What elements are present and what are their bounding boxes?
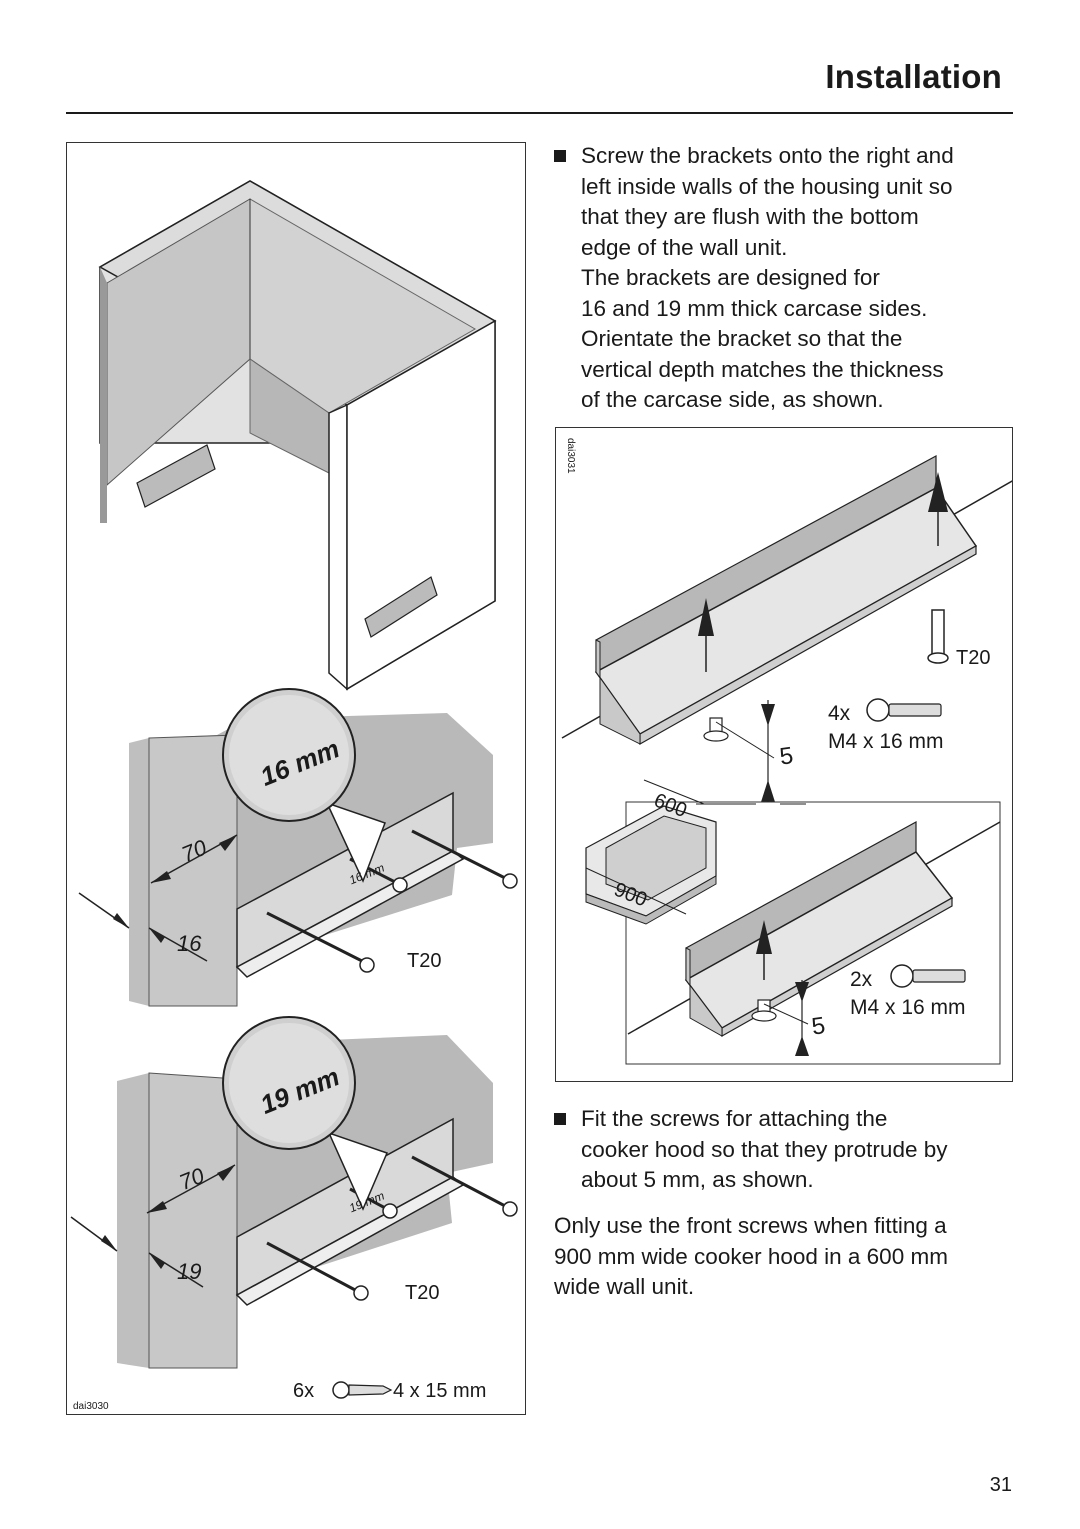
step1-line: 16 and 19 mm thick carcase sides. xyxy=(581,295,928,321)
screw-protrusion-illustration: dai3031 T20 5 4x M4 x 16 mm xyxy=(561,438,1012,1065)
header-rule xyxy=(66,112,1013,114)
tool-t20-lower: T20 xyxy=(405,1282,439,1304)
screw-size-top: M4 x 16 mm xyxy=(828,730,944,753)
step1-line: edge of the wall unit. xyxy=(581,234,788,260)
protrusion-5-bottom: 5 xyxy=(810,1012,827,1041)
step2-line: about 5 mm, as shown. xyxy=(581,1167,814,1192)
step1-line: Orientate the bracket so that the xyxy=(581,326,903,351)
machine-screw-icon xyxy=(890,964,966,988)
step1-line: Screw the brackets onto the right and xyxy=(581,143,954,168)
step1-line: of the carcase side, as shown. xyxy=(581,387,884,412)
tool-t20-upper: T20 xyxy=(407,950,441,972)
page-number: 31 xyxy=(989,1474,1012,1496)
screw-quantity: 6x xyxy=(293,1380,314,1402)
step1-line: vertical depth matches the thickness xyxy=(581,356,944,382)
page-title: Installation xyxy=(825,58,1002,95)
tool-t20-right: T20 xyxy=(956,647,990,669)
screw-size: 4 x 15 mm xyxy=(393,1380,486,1402)
dim-16: 16 xyxy=(177,931,202,956)
note-line: Only use the front screws when fitting a xyxy=(554,1213,947,1238)
bullet-square-icon xyxy=(554,150,566,162)
step2-line: Fit the screws for attaching the xyxy=(581,1106,888,1131)
figure-code-left: dai3030 xyxy=(73,1401,109,1412)
dim-19: 19 xyxy=(177,1259,201,1284)
step2-line: cooker hood so that they protrude by xyxy=(581,1136,948,1162)
wood-screw-icon xyxy=(332,1381,393,1399)
step1-line: that they are flush with the bottom xyxy=(581,204,919,229)
bullet-square-icon xyxy=(554,1113,566,1125)
step1-line: left inside walls of the housing unit so xyxy=(581,173,953,199)
bracket-mounting-illustration: 16 mm 70 16 16 mm T20 19 mm 70 xyxy=(70,180,518,1412)
figure-screw-protrusion: dai3031 T20 5 4x M4 x 16 mm xyxy=(555,427,1013,1082)
protrusion-5-top: 5 xyxy=(778,742,795,771)
note-paragraph: Only use the front screws when fitting a… xyxy=(554,1211,1024,1303)
screw-qty-top: 4x xyxy=(828,702,851,725)
step1-line: The brackets are designed for xyxy=(581,265,880,290)
note-line: wide wall unit. xyxy=(554,1274,695,1299)
note-line: 900 mm wide cooker hood in a 600 mm xyxy=(554,1243,948,1269)
machine-screw-icon xyxy=(866,698,942,722)
screw-size-bottom: M4 x 16 mm xyxy=(850,996,966,1019)
figure-bracket-mounting: 16 mm 70 16 16 mm T20 19 mm 70 xyxy=(66,142,526,1415)
figure-code-right: dai3031 xyxy=(565,438,576,474)
screw-qty-bottom: 2x xyxy=(850,968,873,991)
